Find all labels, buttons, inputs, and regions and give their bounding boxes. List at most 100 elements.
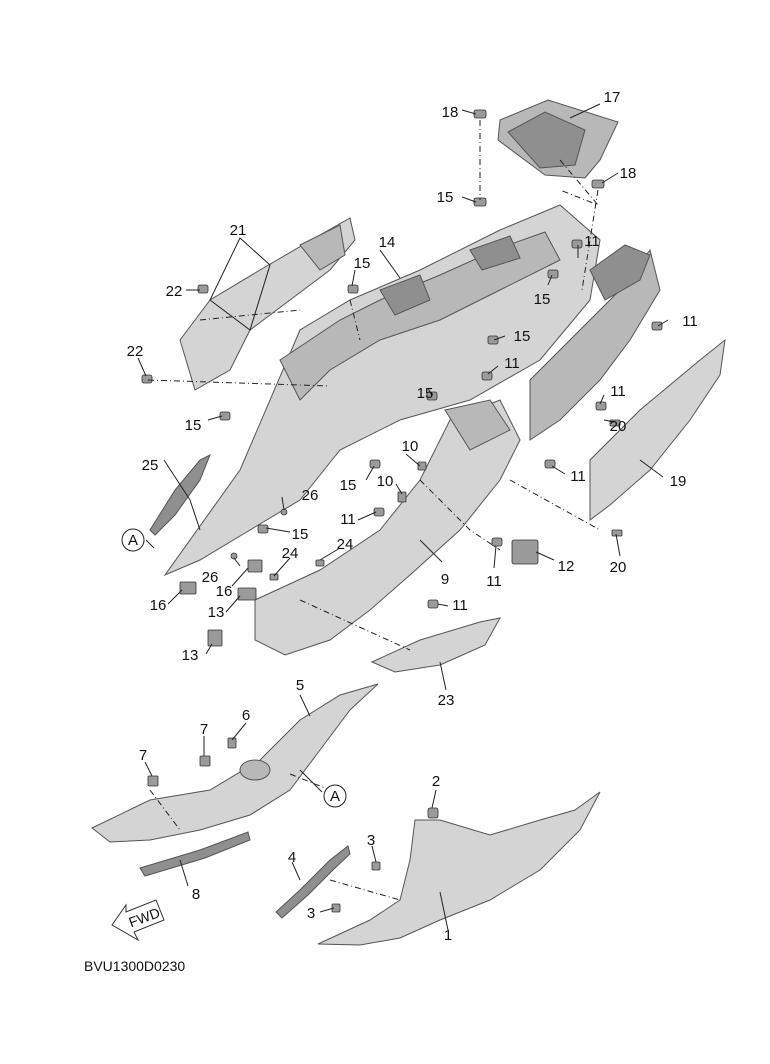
callout-labels: 17 18 18 15 21 14 15 11 22 15 11 15 22 1…: [127, 89, 698, 944]
part-17-tail-cover: [497, 99, 619, 179]
screw-18a-icon: [473, 109, 487, 119]
damper-7a-icon: [199, 755, 211, 767]
damper-20b-icon: [611, 529, 623, 537]
callout-10a: 10: [402, 438, 419, 455]
callout-5: 5: [296, 677, 304, 694]
callout-15h: 15: [292, 526, 309, 543]
svg-text:A: A: [330, 788, 340, 805]
reference-marker-a-lower: A: [323, 784, 347, 808]
fwd-arrow-icon: FWD: [111, 899, 165, 942]
callout-15c: 15: [534, 291, 551, 308]
part-19-side-rail-right: [589, 338, 726, 521]
callout-8: 8: [192, 886, 200, 903]
callout-11h: 11: [452, 597, 468, 614]
callout-18a: 18: [442, 104, 459, 121]
clip-10a-icon: [417, 461, 427, 471]
callout-15d: 15: [514, 328, 531, 345]
callout-13a: 13: [208, 604, 225, 621]
screw-15b-icon: [347, 284, 359, 294]
svg-text:A: A: [128, 532, 138, 549]
part-9-rear-fender: [254, 399, 521, 656]
clip-24b-icon: [315, 559, 325, 567]
damper-13b-icon: [207, 629, 223, 647]
part-14-seat-frame-cover: [163, 204, 601, 577]
screw-2-icon: [427, 807, 439, 819]
callout-22a: 22: [166, 283, 183, 300]
callout-15b: 15: [354, 255, 371, 272]
screw-11f-icon: [373, 507, 385, 517]
screw-11h-icon: [427, 599, 439, 609]
callout-11d: 11: [610, 383, 626, 400]
clip-3a-icon: [371, 861, 381, 871]
callout-15f: 15: [185, 417, 202, 434]
damper-7b-icon: [147, 775, 159, 787]
reference-marker-a-upper: A: [121, 528, 145, 552]
callout-18b: 18: [620, 165, 637, 182]
screw-15h-icon: [257, 524, 269, 534]
callout-16b: 16: [150, 597, 167, 614]
callout-21: 21: [230, 222, 247, 239]
screw-15g-icon: [369, 459, 381, 469]
callout-15a: 15: [437, 189, 454, 206]
callout-16a: 16: [216, 583, 233, 600]
screw-15d-icon: [487, 335, 499, 345]
callout-3a: 3: [367, 832, 375, 849]
callout-20b: 20: [610, 559, 627, 576]
callout-26b: 26: [202, 569, 219, 586]
screw-11a-icon: [571, 239, 583, 249]
part-1-side-cover-right: [317, 791, 601, 946]
callout-19: 19: [670, 473, 687, 490]
callout-3b: 3: [307, 905, 315, 922]
callout-26a: 26: [302, 487, 319, 504]
callout-11f: 11: [340, 511, 356, 528]
callout-7a: 7: [200, 721, 208, 738]
damper-13a-icon: [237, 587, 257, 601]
nut-22b-icon: [141, 374, 153, 384]
callout-7b: 7: [139, 747, 147, 764]
callout-11c: 11: [504, 355, 520, 372]
clip-24a-icon: [269, 573, 279, 581]
screw-11c-icon: [481, 371, 493, 381]
screw-11g-icon: [491, 537, 503, 547]
callout-22b: 22: [127, 343, 144, 360]
callout-23: 23: [438, 692, 455, 709]
callout-17: 17: [604, 89, 621, 106]
screw-22a-icon: [197, 284, 209, 294]
callout-15e: 15: [417, 385, 434, 402]
callout-11b: 11: [682, 313, 698, 330]
callout-20a: 20: [610, 418, 627, 435]
bracket-12-icon: [511, 539, 539, 565]
screw-15f-icon: [219, 411, 231, 421]
part-21-side-panel: [179, 217, 356, 391]
callout-24a: 24: [337, 536, 354, 553]
callout-11a: 11: [584, 233, 600, 250]
part-4-trim-strip: [275, 845, 351, 919]
callout-2: 2: [432, 773, 440, 790]
callout-9: 9: [441, 571, 449, 588]
nut-15c-icon: [547, 269, 559, 279]
callout-24b: 24: [282, 545, 299, 562]
damper-16b-icon: [179, 581, 197, 595]
callout-14: 14: [379, 234, 396, 251]
screw-6-icon: [227, 737, 237, 749]
drawing-code: BVU1300D0230: [84, 958, 185, 974]
callout-10b: 10: [377, 473, 394, 490]
grommet-26b-icon: [230, 552, 238, 560]
part-25-reflector: [149, 453, 211, 536]
callout-1: 1: [444, 927, 452, 944]
callout-11g: 11: [486, 573, 502, 590]
callout-6: 6: [242, 707, 250, 724]
fasteners: [141, 109, 663, 913]
callout-4: 4: [288, 849, 296, 866]
callout-13b: 13: [182, 647, 199, 664]
callout-11e: 11: [570, 468, 586, 485]
clip-3b-icon: [331, 903, 341, 913]
clip-10b-icon: [397, 491, 407, 503]
callout-25: 25: [142, 457, 159, 474]
leader-lines: [137, 103, 669, 931]
part-23-under-plate: [370, 617, 501, 673]
part-5-side-cover-left: [91, 683, 379, 843]
callout-12: 12: [558, 558, 575, 575]
part-8-trim-strip: [139, 831, 251, 877]
